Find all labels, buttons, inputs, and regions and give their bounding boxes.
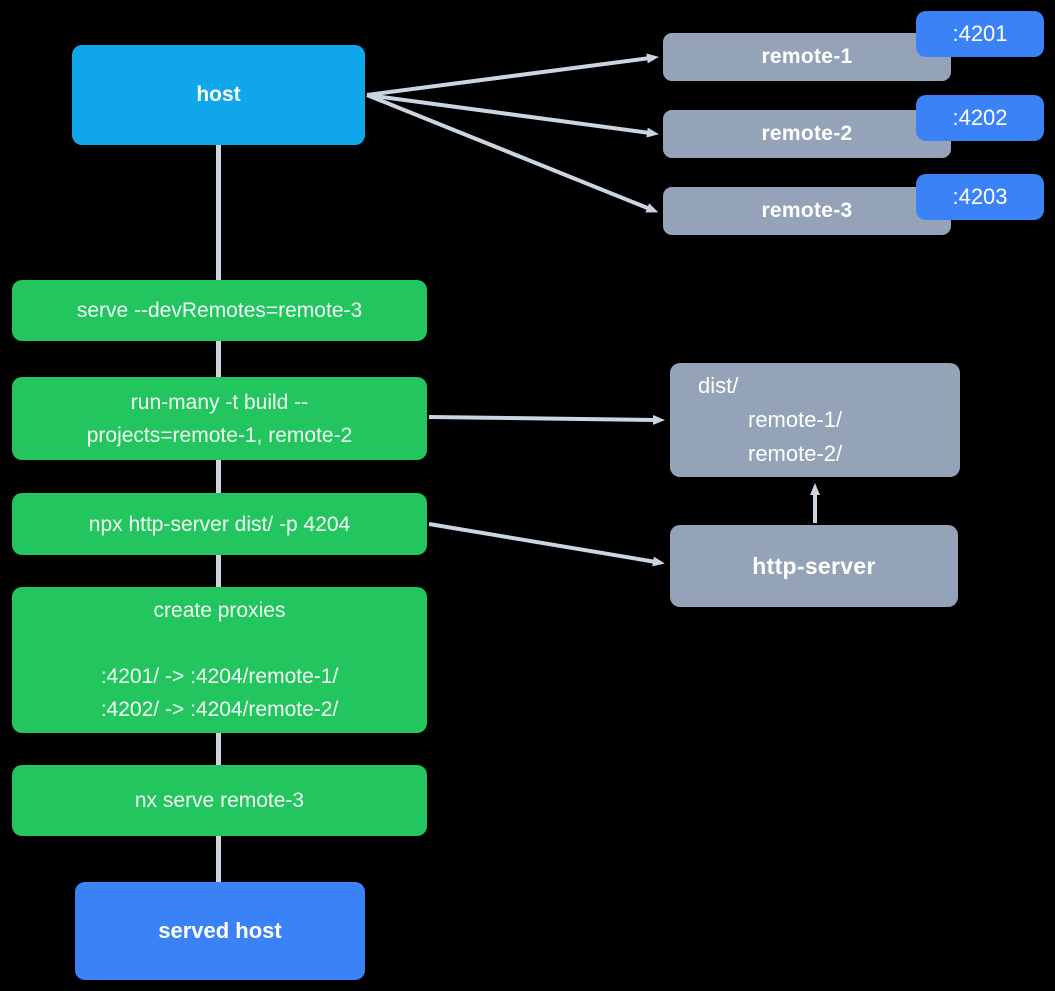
command-line: :4201/ -> :4204/remote-1/	[100, 665, 339, 688]
remote-3-port: :4203	[952, 184, 1008, 209]
served-host-label: served host	[158, 918, 282, 943]
command-nx-serve-remote-3: nx serve remote-3	[12, 765, 427, 836]
remote-3-node: remote-3	[663, 187, 951, 235]
remote-1-label: remote-1	[761, 45, 853, 68]
dist-folder-entry: remote-1/	[748, 407, 843, 432]
dist-folder-node: dist/ remote-1/ remote-2/	[670, 363, 960, 477]
command-line: nx serve remote-3	[134, 789, 305, 812]
command-create-proxies: create proxies :4201/ -> :4204/remote-1/…	[12, 587, 427, 733]
command-line: projects=remote-1, remote-2	[86, 423, 353, 447]
connector-build-to-dist	[428, 414, 665, 425]
command-line-spacer	[12, 627, 427, 660]
host-node: host	[72, 45, 365, 145]
connector-host-to-remote-2	[366, 93, 659, 138]
remote-2-label: remote-2	[761, 122, 853, 145]
remote-3-port-badge: :4203	[916, 174, 1044, 220]
remote-1-node: remote-1	[663, 33, 951, 81]
command-line: run-many -t build --	[130, 390, 309, 414]
command-run-many-build: run-many -t build -- projects=remote-1, …	[12, 377, 427, 460]
connector-host-to-remote-1	[366, 53, 659, 97]
command-line: npx http-server dist/ -p 4204	[88, 512, 351, 536]
dist-folder-title: dist/	[698, 373, 739, 398]
command-npx-http-server: npx http-server dist/ -p 4204	[12, 493, 427, 555]
remote-3-label: remote-3	[761, 199, 853, 222]
http-server-node: http-server	[670, 525, 958, 607]
command-serve-dev-remotes: serve --devRemotes=remote-3	[12, 280, 427, 341]
command-line: create proxies	[153, 599, 286, 622]
connector-host-to-remote-3	[366, 93, 659, 213]
served-host-node: served host	[75, 882, 365, 980]
remote-2-port: :4202	[952, 105, 1008, 130]
host-label: host	[196, 83, 241, 106]
remote-2-node: remote-2	[663, 110, 951, 158]
remote-1-port-badge: :4201	[916, 11, 1044, 57]
connector-npx-to-http-server	[428, 522, 665, 567]
http-server-label: http-server	[752, 552, 876, 579]
command-line: serve --devRemotes=remote-3	[76, 299, 363, 322]
remote-1-port: :4201	[952, 21, 1008, 46]
remote-2-port-badge: :4202	[916, 95, 1044, 141]
command-line: :4202/ -> :4204/remote-2/	[100, 698, 339, 721]
dist-folder-entry: remote-2/	[748, 441, 843, 466]
